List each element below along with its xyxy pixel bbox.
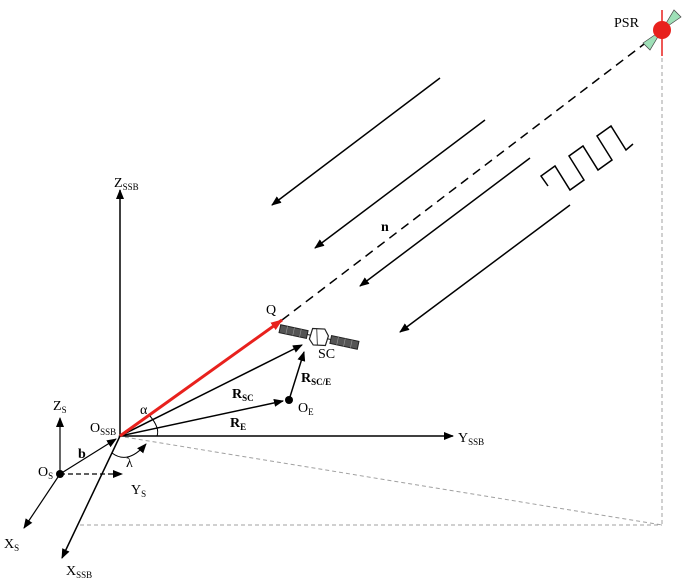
projection-lines <box>80 30 663 526</box>
sun-axes <box>23 417 123 529</box>
r-sce-label: RSC/E <box>301 371 331 387</box>
alpha-arc <box>149 415 159 437</box>
y-s-label: YS <box>131 483 146 499</box>
o-s-point <box>56 470 64 478</box>
b-vector <box>59 438 117 475</box>
n-label: n <box>381 220 389 235</box>
o-e-point <box>285 396 293 404</box>
pulse-train <box>539 124 634 192</box>
r-e-vector <box>119 398 284 437</box>
q-red-vector <box>119 318 283 438</box>
signal-arrow <box>271 77 441 206</box>
signal-arrow <box>399 204 571 333</box>
ssb-axes <box>61 189 454 559</box>
o-s-label: OS <box>38 465 53 481</box>
r-sc-vector <box>119 344 303 437</box>
b-label: b <box>78 447 86 462</box>
q-label: Q <box>266 303 276 318</box>
y-ssb-label: YSSB <box>458 431 484 447</box>
signal-arrow <box>359 157 531 287</box>
sc-label: SC <box>318 347 335 362</box>
x-ssb-label: XSSB <box>66 564 92 580</box>
x-s-label: XS <box>4 537 19 553</box>
alpha-label: α <box>140 403 148 418</box>
o-e-label: OE <box>298 401 314 417</box>
psr-label: PSR <box>614 16 640 31</box>
lambda-label: λ <box>126 456 133 471</box>
signal-arrow <box>314 119 486 249</box>
r-e-label: RE <box>230 416 246 432</box>
r-sce-vector <box>288 351 306 401</box>
spacecraft-icon <box>278 324 360 350</box>
signal-arrows <box>271 77 571 333</box>
pulsar-icon <box>642 9 682 56</box>
r-sc-label: RSC <box>232 387 254 403</box>
x-s-axis <box>23 473 61 529</box>
o-ssb-label: OSSB <box>90 421 116 437</box>
z-ssb-label: ZSSB <box>114 176 139 192</box>
base-diagonal-line <box>117 435 663 526</box>
pulsar-direction-line <box>281 37 653 321</box>
z-s-label: ZS <box>53 399 67 415</box>
lambda-arc <box>111 443 147 458</box>
x-ssb-axis <box>61 435 121 559</box>
